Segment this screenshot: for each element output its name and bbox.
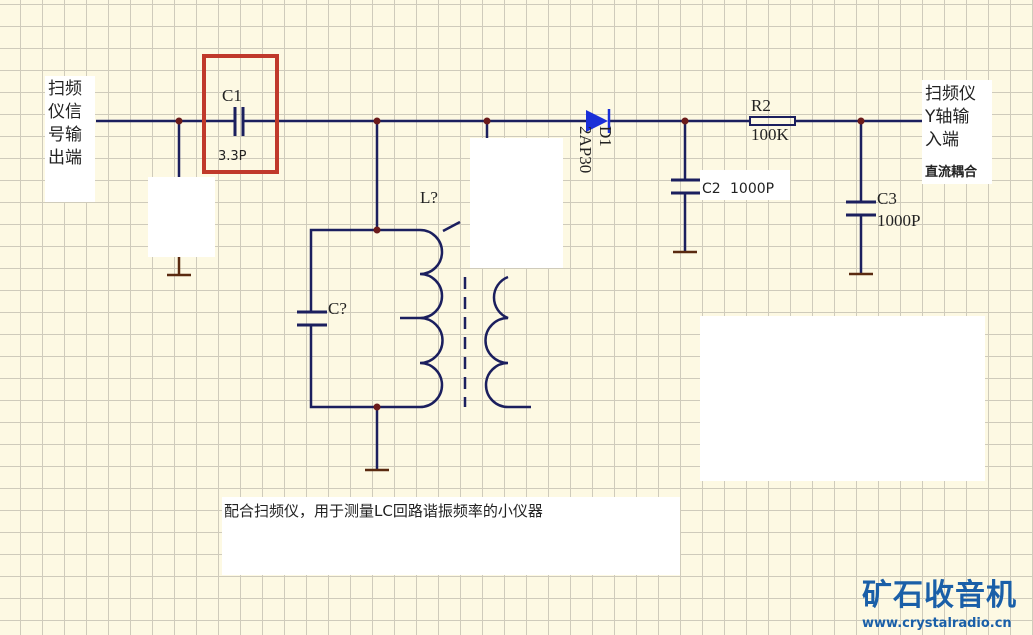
caption-bg (222, 497, 680, 575)
inductor-primary (419, 228, 444, 409)
output-label-bg (922, 80, 992, 184)
r2-value: 100K (751, 125, 790, 144)
input-label-line: 号输 (48, 125, 82, 145)
input-label: 扫频 仪信 号输 出端 (48, 78, 82, 170)
junction (483, 117, 491, 125)
output-label-line: 扫频仪 (925, 84, 976, 104)
variable-arrow (442, 220, 461, 233)
wire (309, 228, 420, 312)
c2-value: 1000P (730, 181, 774, 197)
junction (857, 117, 865, 125)
inductor-secondary (484, 275, 531, 409)
c3-ref: C3 (877, 189, 897, 208)
junction (681, 117, 689, 125)
input-label-line: 出端 (48, 148, 82, 168)
c1-value: 3.3P (218, 149, 247, 164)
blank-patch (700, 316, 985, 481)
output-label-line: Y轴输 (925, 107, 970, 127)
caption: 配合扫频仪，用于测量LC回路谐振频率的小仪器 (224, 502, 543, 520)
logo: 矿石收音机 www.crystalradio.cn (862, 570, 1017, 631)
input-label-line: 仪信 (48, 102, 82, 122)
c3-value: 1000P (877, 211, 920, 230)
junction (373, 226, 381, 234)
c1-ref: C1 (222, 86, 242, 105)
coupling-note: 直流耦合 (925, 165, 978, 180)
c1-highlight (202, 54, 279, 174)
input-label-bg (45, 76, 95, 202)
c-ref: C? (328, 299, 347, 318)
input-label-line: 扫频 (48, 79, 82, 99)
logo-title: 矿石收音机 (862, 578, 1017, 613)
d1-ref: D1 (596, 126, 615, 147)
c2-label-bg (700, 170, 790, 200)
r2-ref: R2 (751, 96, 771, 115)
junction (373, 403, 381, 411)
d1-value: 2AP30 (576, 126, 595, 173)
r2-resistor (749, 116, 796, 126)
logo-url: www.crystalradio.cn (862, 616, 1012, 631)
wire (309, 325, 420, 409)
output-label-line: 入端 (925, 130, 959, 150)
blank-patch (470, 138, 563, 268)
d1-diode (586, 110, 608, 132)
c2-ref: C2 (702, 181, 721, 197)
junction (175, 117, 183, 125)
output-label: 扫频仪 Y轴输 入端 (925, 83, 976, 152)
blank-patch (148, 177, 215, 257)
junction (373, 117, 381, 125)
l-ref: L? (420, 188, 438, 207)
